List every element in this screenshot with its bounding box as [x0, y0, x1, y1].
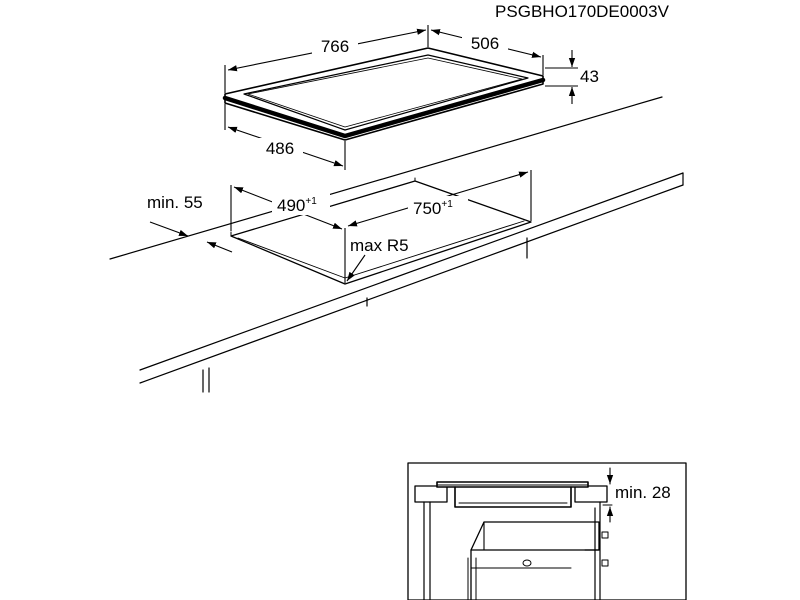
hob-inner-depth-label: 486	[266, 139, 294, 158]
cutout-dimensions	[149, 170, 532, 283]
edge-distance-label: min. 55	[147, 193, 203, 212]
cutout-depth-label: 490+1	[277, 196, 317, 215]
detail-view	[407, 462, 687, 600]
clearance-label: min. 28	[615, 483, 671, 502]
corner-radius-label: max R5	[350, 236, 409, 255]
hob-width-label: 766	[321, 37, 349, 56]
hob-depth-label: 506	[471, 34, 499, 53]
hob-drawing	[222, 47, 546, 141]
document-id: PSGBHO170DE0003V	[495, 2, 670, 21]
cutout-width-label: 750+1	[413, 199, 453, 218]
hob-height-label: 43	[580, 67, 599, 86]
